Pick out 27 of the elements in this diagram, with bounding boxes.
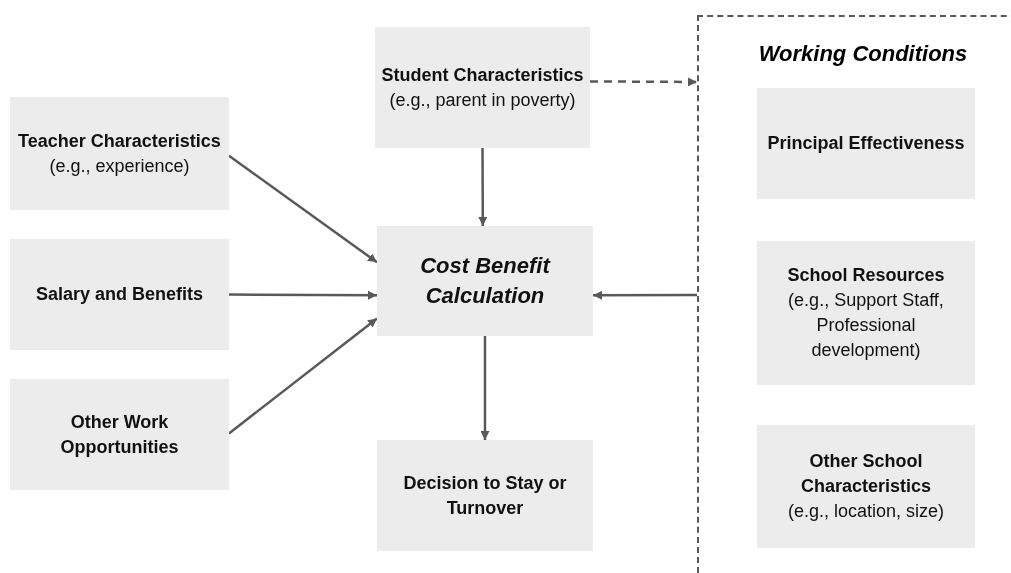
box-heading: School Resources <box>787 264 945 287</box>
factor-box <box>10 239 229 350</box>
factor-box <box>10 97 229 210</box>
box-heading: Salary and Benefits <box>35 283 204 306</box>
arrow <box>228 154 378 264</box>
box-heading: Decision to Stay or Turnover <box>402 471 568 520</box>
box-heading: Student Characteristics <box>381 63 584 87</box>
arrow <box>480 336 490 440</box>
factor-box <box>377 440 593 551</box>
box-heading: Principal Effectiveness <box>767 132 965 155</box>
arrow <box>593 290 697 300</box>
arrow <box>229 290 377 300</box>
factor-box <box>10 379 229 490</box>
factor-box <box>375 27 590 148</box>
box-description: (e.g., parent in poverty) <box>389 88 576 112</box>
box-description: (e.g., location, size) <box>787 500 945 523</box>
arrow <box>590 77 697 87</box>
factor-box <box>377 226 593 336</box>
box-heading: Other Work Opportunities <box>59 410 180 459</box>
box-heading: Cost Benefit Calculation <box>419 252 552 310</box>
box-description: (e.g., experience) <box>49 154 190 178</box>
box-heading: Teacher Characteristics <box>18 129 221 153</box>
arrow <box>228 317 378 435</box>
arrow <box>478 148 488 226</box>
box-description: (e.g., Support Staff, Professional development) <box>787 289 945 362</box>
box-heading: Other School Characteristics <box>799 450 933 498</box>
region-heading: Working Conditions <box>758 40 968 68</box>
